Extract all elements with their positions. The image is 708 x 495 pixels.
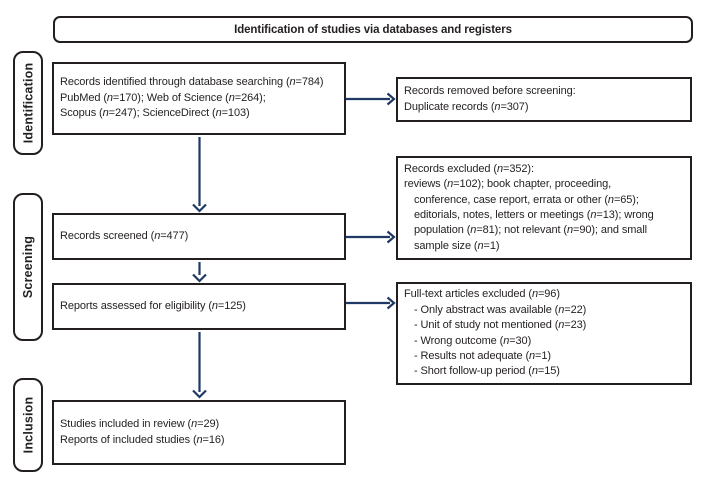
text-line: Records excluded (n=352):: [404, 162, 534, 175]
text-line: - Unit of study not mentioned (n=23): [414, 319, 587, 332]
text-line: - Only abstract was available (n=22): [414, 303, 587, 316]
text-line: sample size (n=1): [414, 239, 500, 252]
arrow-screened-to-excluded: [346, 230, 396, 244]
text-line: Duplicate records (n=307): [404, 100, 529, 113]
text-line: reviews (n=102); book chapter, proceedin…: [404, 178, 612, 191]
arrow-screened-to-assessed: [192, 262, 207, 283]
text-line: Full-text articles excluded (n=96): [404, 288, 560, 301]
text-line: - Results not adequate (n=1): [414, 349, 551, 362]
diagram-title-box: Identification of studies via databases …: [53, 16, 693, 43]
text-line: Reports of included studies (n=16): [60, 433, 225, 446]
arrow-assessed-to-included: [192, 332, 207, 399]
arrow-assessed-to-fulltext-excluded: [346, 296, 396, 310]
text-line: Scopus (n=247); ScienceDirect (n=103): [60, 107, 250, 120]
box-records-screened: Records screened (n=477): [52, 213, 346, 260]
box-records-excluded: Records excluded (n=352): reviews (n=102)…: [396, 156, 692, 260]
text-line: editorials, notes, letters or meetings (…: [414, 209, 654, 221]
text-line: Reports assessed for eligibility (n=125): [60, 299, 246, 312]
text-line: Records identified through database sear…: [60, 76, 324, 89]
stage-label-inclusion: Inclusion: [13, 378, 43, 472]
text-line: - Short follow-up period (n=15): [414, 365, 560, 378]
box-records-identified: Records identified through database sear…: [52, 62, 346, 135]
text-line: Records screened (n=477): [60, 229, 189, 242]
text-line: Records removed before screening:: [404, 85, 576, 98]
text-line: conference, case report, errata or other…: [414, 193, 639, 206]
box-records-removed: Records removed before screening: Duplica…: [396, 77, 692, 122]
box-fulltext-excluded: Full-text articles excluded (n=96) - Only…: [396, 282, 692, 385]
box-reports-assessed: Reports assessed for eligibility (n=125): [52, 283, 346, 330]
arrow-identified-to-screened: [192, 137, 207, 213]
stage-label-screening: Screening: [13, 193, 43, 341]
text-line: - Wrong outcome (n=30): [414, 334, 532, 347]
box-studies-included: Studies included in review (n=29) Reports…: [52, 400, 346, 465]
text-line: PubMed (n=170); Web of Science (n=264);: [60, 91, 266, 104]
diagram-title: Identification of studies via databases …: [234, 23, 512, 36]
arrow-identified-to-removed: [346, 92, 396, 106]
text-line: Studies included in review (n=29): [60, 418, 220, 431]
text-line: population (n=81); not relevant (n=90); …: [414, 224, 648, 237]
stage-label-identification: Identification: [13, 51, 43, 155]
